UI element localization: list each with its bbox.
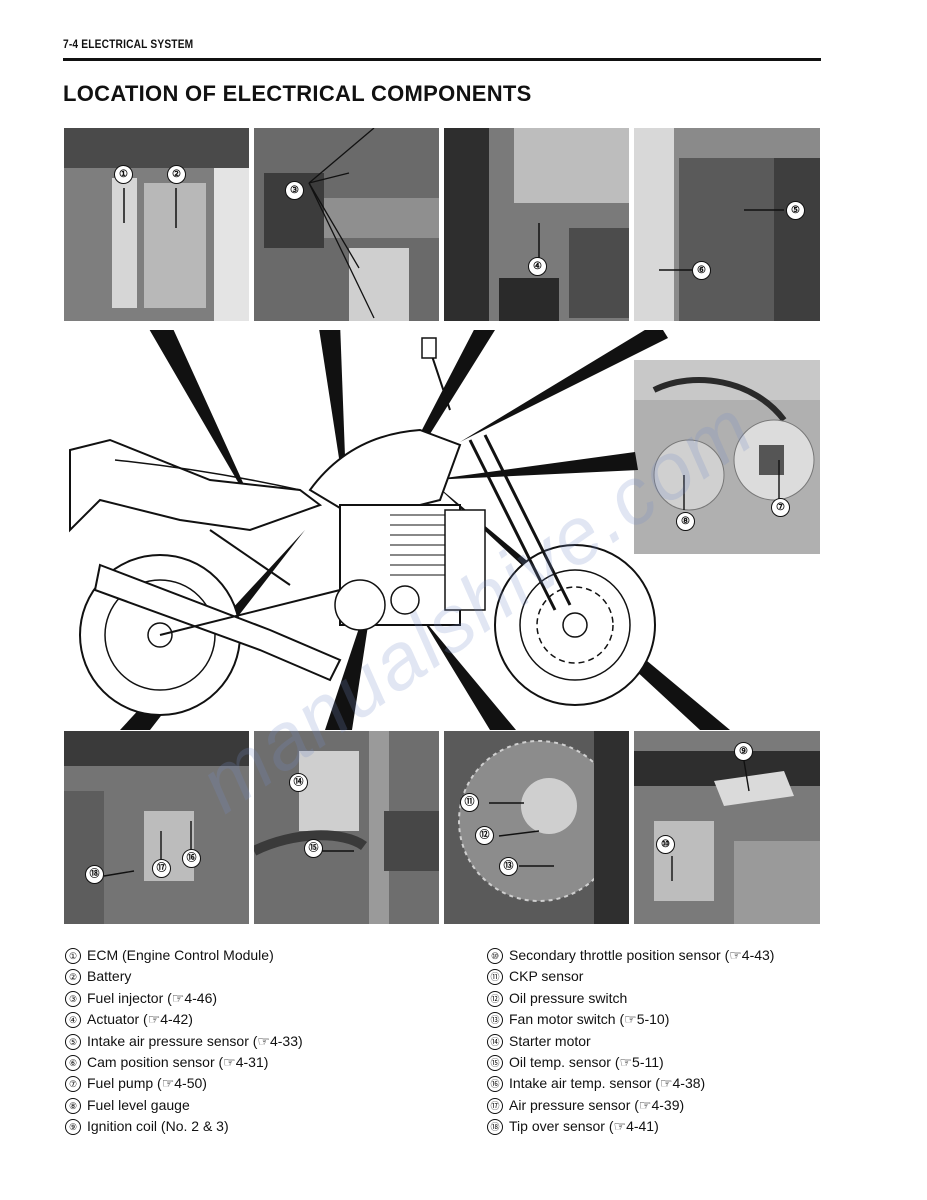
legend-item: ③ Fuel injector (☞4-46): [65, 988, 303, 1009]
legend-text: Ignition coil (No. 2 & 3): [87, 1118, 229, 1135]
legend-item: ⑨ Ignition coil (No. 2 & 3): [65, 1116, 303, 1137]
legend-number: ⑰: [487, 1097, 503, 1114]
photo-tip-over-sensor: ⑱ ⑰ ⑯: [64, 731, 249, 924]
photo-fuel-pump-image: [634, 360, 820, 554]
photo-sensors-frame: ⑤ ⑥: [634, 128, 820, 321]
photo-actuator-image: [444, 128, 629, 321]
legend-text: Intake air temp. sensor (☞4-38): [509, 1075, 706, 1092]
legend-number: ⑱: [487, 1119, 503, 1136]
legend-text: Tip over sensor (☞4-41): [509, 1118, 659, 1135]
legend-text: Fuel pump (☞4-50): [87, 1075, 207, 1092]
photo-sensors-frame-image: [634, 128, 820, 321]
legend-text: Oil temp. sensor (☞5-11): [509, 1054, 664, 1071]
legend-text: Cam position sensor (☞4-31): [87, 1054, 269, 1071]
legend-number: ⑪: [487, 969, 503, 986]
motorcycle-diagram: [60, 322, 760, 730]
legend-number: ⑩: [487, 948, 503, 964]
legend-text: Fuel level gauge: [87, 1096, 190, 1113]
legend-text: Secondary throttle position sensor (☞4-4…: [509, 947, 775, 963]
callout-8: ⑧: [676, 512, 695, 531]
callout-6: ⑥: [692, 261, 711, 280]
legend-text: Actuator (☞4-42): [87, 1011, 193, 1028]
legend-item: ⑰ Air pressure sensor (☞4-39): [487, 1095, 774, 1116]
legend-item: ⑩ Secondary throttle position sensor (☞4-…: [487, 945, 774, 966]
legend-text: Intake air pressure sensor (☞4-33): [87, 1032, 303, 1049]
legend-text: Air pressure sensor (☞4-39): [509, 1096, 685, 1113]
legend-item: ⑭ Starter motor: [487, 1031, 774, 1052]
photo-fuel-injector: ③: [254, 128, 439, 321]
header-text: 7-4 ELECTRICAL SYSTEM: [63, 37, 194, 51]
legend-right: ⑩ Secondary throttle position sensor (☞4-…: [487, 945, 774, 1138]
legend-item: ⑮ Oil temp. sensor (☞5-11): [487, 1052, 774, 1073]
callout-13: ⑬: [499, 857, 518, 876]
page-title: LOCATION OF ELECTRICAL COMPONENTS: [63, 81, 532, 106]
callout-10: ⑩: [656, 835, 675, 854]
callout-4: ④: [528, 257, 547, 276]
legend-item: ④ Actuator (☞4-42): [65, 1009, 303, 1030]
legend-item: ② Battery: [65, 966, 303, 987]
legend-number: ⑤: [65, 1033, 81, 1050]
legend-text: ECM (Engine Control Module): [87, 947, 274, 963]
legend-item: ⑥ Cam position sensor (☞4-31): [65, 1052, 303, 1073]
legend-number: ⑯: [487, 1076, 503, 1093]
legend-number: ⑬: [487, 1012, 503, 1029]
legend-text: Fan motor switch (☞5-10): [509, 1011, 670, 1028]
photo-ecm-battery: ① ②: [64, 128, 249, 321]
photo-ecm-battery-image: [64, 128, 249, 321]
photo-ckp-sensor: ⑪ ⑫ ⑬: [444, 731, 629, 924]
photo-starter-motor-image: [254, 731, 439, 924]
legend-number: ⑫: [487, 990, 503, 1007]
legend-text: Starter motor: [509, 1032, 591, 1049]
legend-number: ⑨: [65, 1119, 81, 1136]
photo-ignition-coil: ⑨ ⑩: [634, 731, 820, 924]
photo-starter-motor: ⑭ ⑮: [254, 731, 439, 924]
photo-fuel-pump: ⑧ ⑦: [634, 360, 820, 554]
callout-16: ⑯: [182, 849, 201, 868]
callout-11: ⑪: [460, 793, 479, 812]
callout-17: ⑰: [152, 859, 171, 878]
legend-text: CKP sensor: [509, 968, 584, 985]
callout-1: ①: [114, 165, 133, 184]
callout-15: ⑮: [304, 839, 323, 858]
legend-number: ①: [65, 948, 81, 964]
motorcycle-drawing: [69, 322, 730, 730]
legend-number: ③: [65, 990, 81, 1007]
legend-item: ⑦ Fuel pump (☞4-50): [65, 1073, 303, 1094]
legend-number: ⑮: [487, 1055, 503, 1072]
photo-ignition-coil-image: [634, 731, 820, 924]
page-header: 7-4 ELECTRICAL SYSTEM: [63, 36, 821, 61]
legend-text: Oil pressure switch: [509, 989, 628, 1006]
legend-item: ⑬ Fan motor switch (☞5-10): [487, 1009, 774, 1030]
legend-item: ⑯ Intake air temp. sensor (☞4-38): [487, 1073, 774, 1094]
callout-9: ⑨: [734, 742, 753, 761]
legend-number: ⑦: [65, 1076, 81, 1093]
photo-ckp-sensor-image: [444, 731, 629, 924]
photo-tip-over-sensor-image: [64, 731, 249, 924]
callout-12: ⑫: [475, 826, 494, 845]
legend-item: ⑫ Oil pressure switch: [487, 988, 774, 1009]
callout-14: ⑭: [289, 773, 308, 792]
legend-number: ⑧: [65, 1097, 81, 1114]
callout-18: ⑱: [85, 865, 104, 884]
legend-text: Fuel injector (☞4-46): [87, 989, 218, 1006]
legend-number: ⑥: [65, 1055, 81, 1072]
legend-number: ④: [65, 1012, 81, 1029]
legend-item: ① ECM (Engine Control Module): [65, 945, 303, 966]
callout-3: ③: [285, 181, 304, 200]
legend-item: ⑧ Fuel level gauge: [65, 1095, 303, 1116]
legend-item: ⑪ CKP sensor: [487, 966, 774, 987]
legend-item: ⑱ Tip over sensor (☞4-41): [487, 1116, 774, 1137]
callout-5: ⑤: [786, 201, 805, 220]
legend-number: ⑭: [487, 1033, 503, 1050]
callout-2: ②: [167, 165, 186, 184]
legend-number: ②: [65, 969, 81, 986]
legend-item: ⑤ Intake air pressure sensor (☞4-33): [65, 1031, 303, 1052]
legend-text: Battery: [87, 968, 132, 985]
photo-fuel-injector-image: [254, 128, 439, 321]
callout-7: ⑦: [771, 498, 790, 517]
photo-actuator: ④: [444, 128, 629, 321]
